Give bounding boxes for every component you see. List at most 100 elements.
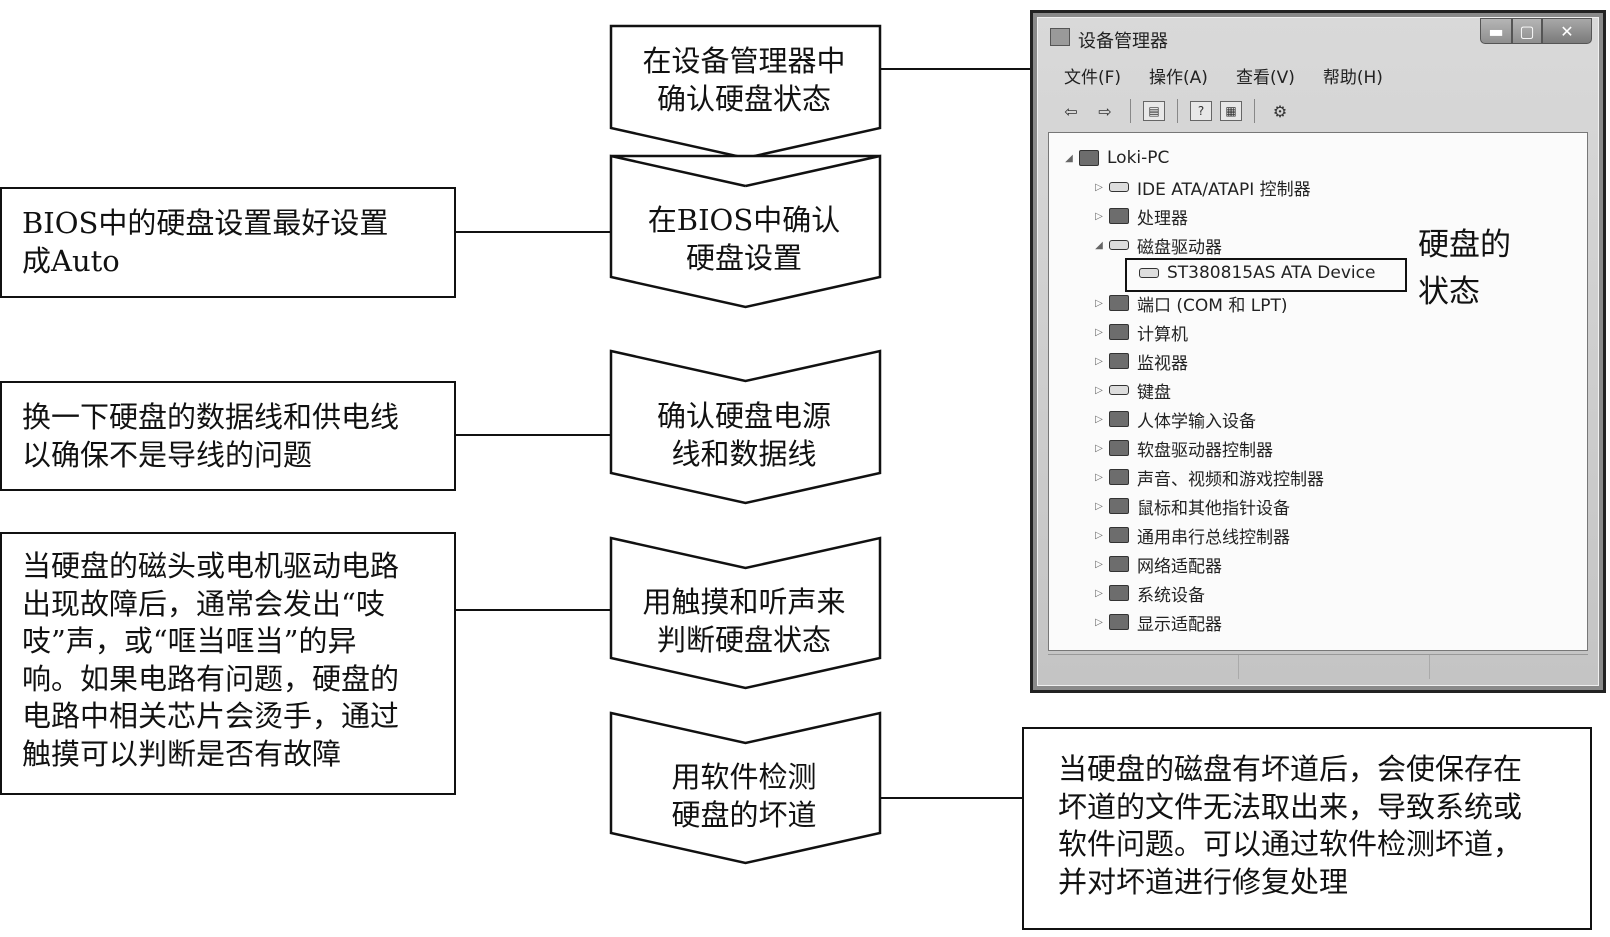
tree-item-disk-device[interactable]: ST380815AS ATA Device [1135, 260, 1375, 286]
expand-right-icon[interactable]: ▷ [1095, 355, 1103, 367]
expand-right-icon[interactable]: ▷ [1095, 587, 1103, 599]
hid-icon [1109, 411, 1129, 427]
tree-item-display[interactable]: ▷ 显示适配器 [1093, 609, 1222, 635]
expand-right-icon[interactable]: ▷ [1095, 384, 1103, 396]
step-2-text: 在BIOS中确认 硬盘设置 [647, 203, 841, 275]
display-adapter-icon [1109, 614, 1129, 630]
tree-item-label: ST380815AS ATA Device [1167, 263, 1376, 283]
toolbar-separator [1130, 99, 1131, 123]
tree-item-label: 人体学输入设备 [1137, 411, 1256, 432]
step-2: 在BIOS中确认 硬盘设置 [608, 190, 880, 288]
tree-item-label: 磁盘驱动器 [1137, 237, 1222, 258]
expand-down-icon[interactable]: ◢ [1065, 152, 1073, 164]
tree-item-disk-drives[interactable]: ◢ 磁盘驱动器 [1093, 232, 1222, 258]
note-bios: BIOS中的硬盘设置最好设置 成Auto [0, 187, 456, 298]
view-icon[interactable]: ▦ [1220, 101, 1242, 121]
device-manager-window: 设备管理器 ▬ ▢ ✕ 文件(F) 操作(A) 查看(V) 帮助(H) ⇦ ⇨ … [1030, 10, 1606, 693]
toolbar-separator [1177, 99, 1178, 123]
menu-view[interactable]: 查看(V) [1235, 68, 1295, 88]
expand-right-icon[interactable]: ▷ [1095, 326, 1103, 338]
expand-right-icon[interactable]: ▷ [1095, 442, 1103, 454]
menu-action[interactable]: 操作(A) [1149, 68, 1208, 88]
expand-right-icon[interactable]: ▷ [1095, 500, 1103, 512]
tree-item-label: 处理器 [1137, 208, 1188, 229]
tree-item-label: 计算机 [1137, 324, 1188, 345]
step-shape-1 [609, 24, 882, 160]
disk-status-callout: 硬盘的 状态 [1418, 227, 1511, 310]
scan-hardware-icon[interactable]: ⚙ [1272, 101, 1288, 121]
tree-item-floppy-controllers[interactable]: ▷ 软盘驱动器控制器 [1093, 435, 1273, 461]
step-3-text: 确认硬盘电源 线和数据线 [656, 399, 831, 471]
menu-file[interactable]: 文件(F) [1064, 68, 1122, 88]
note-cable: 换一下硬盘的数据线和供电线 以确保不是导线的问题 [0, 381, 456, 491]
usb-icon [1109, 527, 1129, 543]
mouse-icon [1109, 498, 1129, 514]
step-1-text: 在设备管理器中 确认硬盘状态 [642, 44, 846, 116]
tree-item-label: 显示适配器 [1137, 614, 1222, 635]
help-icon[interactable]: ? [1190, 101, 1212, 121]
status-pane [1239, 655, 1430, 679]
tree-item-ports[interactable]: ▷ 端口 (COM 和 LPT) [1093, 290, 1288, 316]
highlight-disk-device [1125, 258, 1407, 292]
device-tree: ◢ Loki-PC ▷ IDE ATA/ATAPI 控制器 ▷ 处理器 ◢ 磁盘… [1048, 132, 1588, 651]
tree-item-keyboards[interactable]: ▷ 键盘 [1093, 377, 1171, 403]
keyboard-icon [1109, 385, 1129, 395]
tree-item-label: 键盘 [1137, 382, 1171, 403]
step-shape-4 [609, 536, 882, 690]
tree-item-mice[interactable]: ▷ 鼠标和其他指针设备 [1093, 493, 1290, 519]
expand-right-icon[interactable]: ▷ [1095, 413, 1103, 425]
hard-disk-icon [1139, 268, 1159, 278]
window-title: 设备管理器 [1078, 31, 1168, 52]
note-bad-sector: 当硬盘的磁盘有坏道后，会使保存在 坏道的文件无法取出来，导致系统或 软件问题。可… [1022, 727, 1592, 930]
status-bar [1048, 654, 1588, 679]
tree-item-monitors[interactable]: ▷ 监视器 [1093, 348, 1188, 374]
back-arrow-icon[interactable]: ⇦ [1064, 101, 1078, 121]
system-device-icon [1109, 585, 1129, 601]
tree-item-label: 端口 (COM 和 LPT) [1137, 295, 1288, 316]
tree-item-label: 鼠标和其他指针设备 [1137, 498, 1290, 519]
tree-item-network[interactable]: ▷ 网络适配器 [1093, 551, 1222, 577]
tree-root[interactable]: ◢ Loki-PC [1063, 145, 1169, 171]
step-shape-3 [609, 349, 882, 505]
toolbar-separator [1254, 99, 1255, 123]
close-button[interactable]: ✕ [1542, 18, 1592, 44]
window-frame: 设备管理器 ▬ ▢ ✕ 文件(F) 操作(A) 查看(V) 帮助(H) ⇦ ⇨ … [1037, 17, 1599, 686]
tree-item-usb[interactable]: ▷ 通用串行总线控制器 [1093, 522, 1290, 548]
tree-item-system[interactable]: ▷ 系统设备 [1093, 580, 1205, 606]
expand-right-icon[interactable]: ▷ [1095, 181, 1103, 193]
tree-item-processor[interactable]: ▷ 处理器 [1093, 203, 1188, 229]
forward-arrow-icon[interactable]: ⇨ [1098, 101, 1112, 121]
tree-item-label: 监视器 [1137, 353, 1188, 374]
expand-right-icon[interactable]: ▷ [1095, 471, 1103, 483]
menu-help[interactable]: 帮助(H) [1322, 68, 1383, 88]
computer-icon [1109, 324, 1129, 340]
expand-right-icon[interactable]: ▷ [1095, 529, 1103, 541]
tree-item-hid[interactable]: ▷ 人体学输入设备 [1093, 406, 1256, 432]
port-icon [1109, 295, 1129, 311]
tree-item-label: 声音、视频和游戏控制器 [1137, 469, 1324, 490]
step-5-text: 用软件检测 硬盘的坏道 [671, 760, 817, 832]
tree-item-computer[interactable]: ▷ 计算机 [1093, 319, 1188, 345]
step-shape-2 [609, 154, 882, 309]
note-touch: 当硬盘的磁头或电机驱动电路 出现故障后，通常会发出“吱 吱”声，或“哐当哐当”的… [0, 532, 456, 795]
step-shape-5 [609, 711, 882, 865]
ide-controller-icon [1109, 182, 1129, 192]
properties-icon[interactable]: ▤ [1143, 101, 1165, 121]
expand-right-icon[interactable]: ▷ [1095, 297, 1103, 309]
tree-item-label: 系统设备 [1137, 585, 1205, 606]
floppy-controller-icon [1109, 440, 1129, 456]
expand-down-icon[interactable]: ◢ [1095, 239, 1103, 251]
minimize-button[interactable]: ▬ [1480, 18, 1512, 44]
expand-right-icon[interactable]: ▷ [1095, 616, 1103, 628]
expand-right-icon[interactable]: ▷ [1095, 210, 1103, 222]
title-bar[interactable]: 设备管理器 ▬ ▢ ✕ [1038, 18, 1598, 58]
tree-item-sound[interactable]: ▷ 声音、视频和游戏控制器 [1093, 464, 1324, 490]
network-adapter-icon [1109, 556, 1129, 572]
maximize-button[interactable]: ▢ [1512, 18, 1542, 44]
processor-icon [1109, 208, 1129, 224]
expand-right-icon[interactable]: ▷ [1095, 558, 1103, 570]
tree-item-ide[interactable]: ▷ IDE ATA/ATAPI 控制器 [1093, 174, 1311, 200]
status-pane [1048, 655, 1239, 679]
tree-item-label: 网络适配器 [1137, 556, 1222, 577]
